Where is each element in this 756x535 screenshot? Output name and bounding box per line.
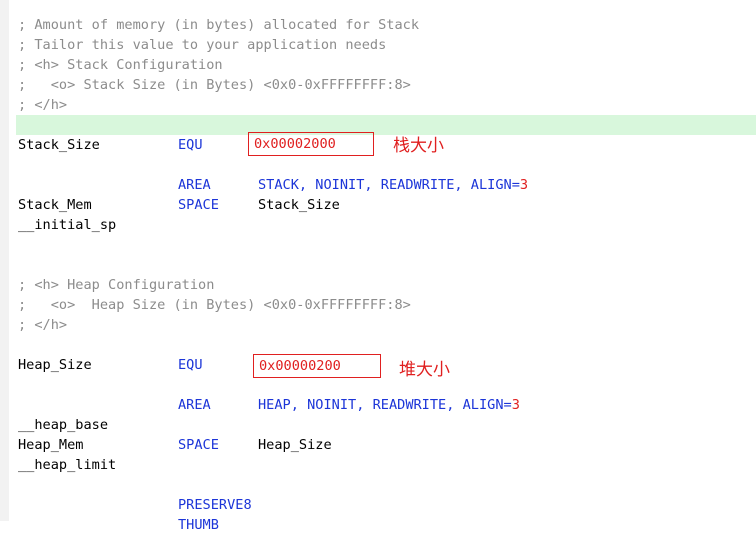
current-line-highlight bbox=[16, 115, 756, 135]
comment-line: ; Amount of memory (in bytes) allocated … bbox=[18, 17, 420, 33]
editor-gutter bbox=[0, 0, 9, 521]
area-directive: AREA bbox=[178, 397, 211, 413]
align-value: 3 bbox=[511, 397, 520, 413]
stack-size-label: Stack_Size bbox=[18, 137, 100, 153]
heap-size-label: Heap_Size bbox=[18, 357, 92, 373]
heap-limit-label: __heap_limit bbox=[18, 457, 117, 473]
space-directive: SPACE bbox=[178, 437, 219, 453]
comment-line: ; </h> bbox=[18, 97, 68, 113]
heap-size-annotation: 堆大小 bbox=[399, 360, 450, 380]
initial-sp-label: __initial_sp bbox=[18, 217, 117, 233]
stack-mem-label: Stack_Mem bbox=[18, 197, 92, 213]
space-arg: Heap_Size bbox=[258, 437, 332, 453]
comment-line: ; <h> Stack Configuration bbox=[18, 57, 223, 73]
area-args-text: HEAP, NOINIT, READWRITE, ALIGN= bbox=[258, 397, 512, 413]
area-args: HEAP, NOINIT, READWRITE, ALIGN=3 bbox=[258, 395, 520, 415]
area-directive: AREA bbox=[178, 177, 211, 193]
comment-line: ; <o> Stack Size (in Bytes) <0x0-0xFFFFF… bbox=[18, 77, 411, 93]
comment-line: ; <o> Heap Size (in Bytes) <0x0-0xFFFFFF… bbox=[18, 297, 411, 313]
area-args-text: STACK, NOINIT, READWRITE, ALIGN= bbox=[258, 177, 520, 193]
comment-line: ; <h> Heap Configuration bbox=[18, 277, 215, 293]
space-arg: Stack_Size bbox=[258, 197, 340, 213]
comment-line: ; Tailor this value to your application … bbox=[18, 37, 387, 53]
space-directive: SPACE bbox=[178, 197, 219, 213]
heap-base-label: __heap_base bbox=[18, 417, 109, 433]
equ-directive: EQU bbox=[178, 137, 203, 153]
stack-size-annotation: 栈大小 bbox=[393, 136, 444, 156]
stack-size-value: 0x00002000 bbox=[248, 132, 374, 156]
heap-mem-label: Heap_Mem bbox=[18, 437, 84, 453]
heap-size-value: 0x00000200 bbox=[253, 354, 381, 378]
comment-line: ; </h> bbox=[18, 317, 68, 333]
align-value: 3 bbox=[519, 177, 529, 193]
equ-directive: EQU bbox=[178, 357, 203, 373]
thumb-directive: THUMB bbox=[178, 517, 219, 533]
area-args: STACK, NOINIT, READWRITE, ALIGN=3 bbox=[258, 175, 528, 195]
preserve8-directive: PRESERVE8 bbox=[178, 497, 252, 513]
